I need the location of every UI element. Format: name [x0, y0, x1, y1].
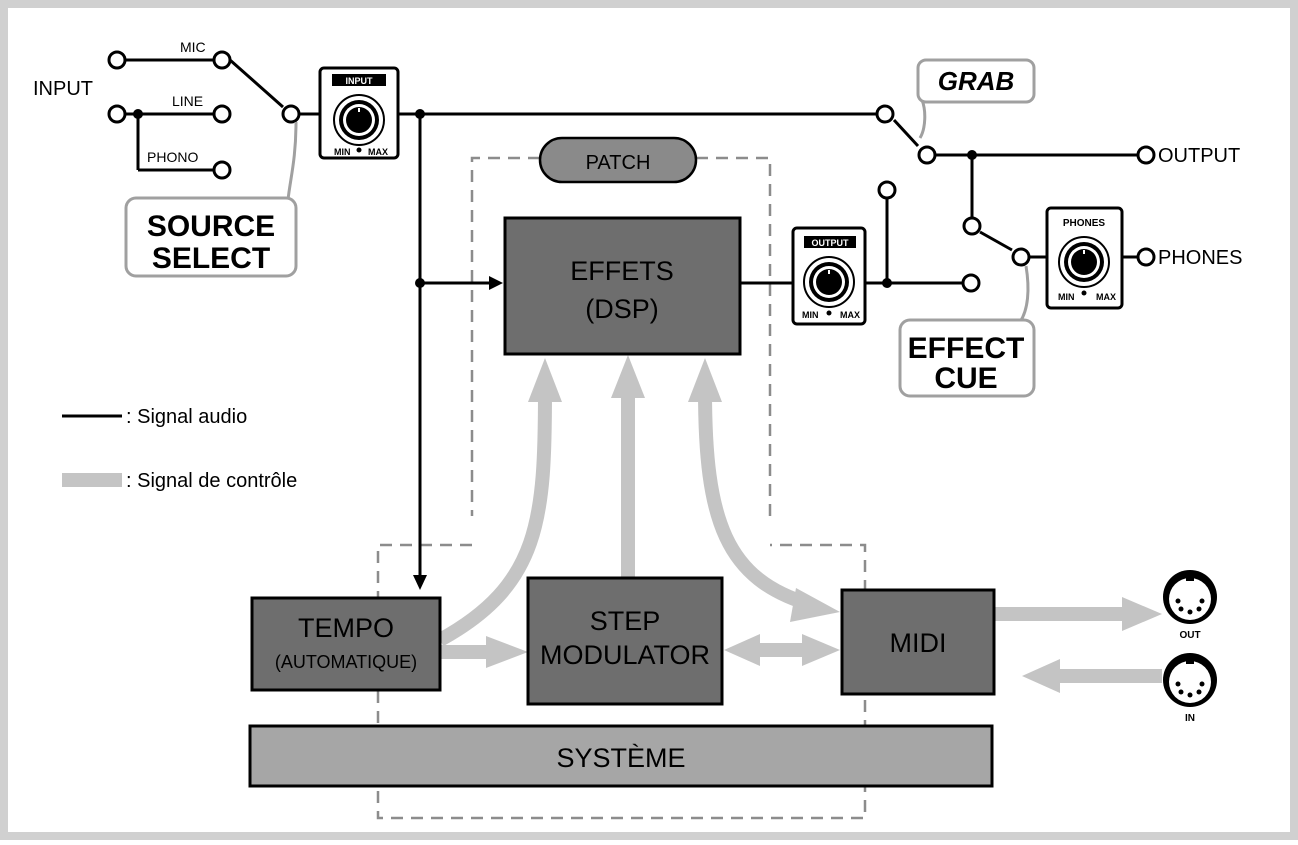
grab-callout [916, 58, 1036, 104]
tempo-line2: (AUTOMATIQUE) [275, 652, 417, 672]
grab-label: GRAB [938, 66, 1015, 96]
audio-signal-paths [62, 58, 1138, 582]
effect-cue-leader [1018, 265, 1030, 323]
legend-control-label: : Signal de contrôle [126, 470, 297, 492]
switch-terminals [107, 50, 1156, 293]
patch-label: PATCH [586, 152, 651, 174]
input-knob-title: INPUT [346, 76, 374, 86]
tempo-block: TEMPO (AUTOMATIQUE) [250, 596, 442, 692]
ctrl-effets-midi [698, 389, 814, 612]
effets-block: EFFETS (DSP) [503, 216, 742, 356]
phones-knob-min: MIN [1058, 292, 1075, 302]
mic-label: MIC [180, 39, 206, 55]
systeme-label: SYSTÈME [556, 743, 685, 773]
phones-label: PHONES [1158, 247, 1242, 269]
effect-cue-line1: EFFECT [908, 332, 1025, 365]
phono-label: PHONO [147, 149, 198, 165]
effect-cue-callout [898, 318, 1036, 398]
control-arrowheads [486, 355, 1162, 693]
input-knob-min: MIN [334, 147, 351, 157]
legend-control-swatch [62, 473, 122, 487]
patch-region [470, 156, 772, 516]
input-label: INPUT [33, 78, 93, 100]
control-signal-paths [436, 380, 1162, 683]
effect-cue-line2: CUE [934, 362, 997, 395]
step-line1: STEP [590, 606, 661, 636]
effets-line2: (DSP) [585, 294, 659, 324]
effets-line1: EFFETS [570, 256, 674, 286]
output-knob-title: OUTPUT [812, 238, 850, 248]
source-select-callout [124, 196, 298, 278]
grab-leader [918, 99, 927, 139]
source-select-leader [286, 121, 298, 201]
audio-arrowheads [413, 276, 503, 590]
input-knob: INPUT MIN MAX [318, 66, 400, 160]
input-knob-max: MAX [368, 147, 388, 157]
tempo-line1: TEMPO [298, 613, 394, 643]
midi-in-port: IN [1163, 653, 1217, 724]
phones-knob: PHONES MIN MAX [1045, 206, 1124, 310]
ctrl-tempo-to-effets [436, 389, 552, 647]
midi-block: MIDI [840, 588, 996, 696]
step-line2: MODULATOR [540, 640, 710, 670]
phones-knob-max: MAX [1096, 292, 1116, 302]
systeme-block: SYSTÈME [248, 724, 994, 788]
midi-in-label: IN [1185, 713, 1195, 724]
step-modulator-block: STEP MODULATOR [526, 576, 724, 706]
midi-out-port: OUT [1163, 570, 1217, 641]
junction-dots [133, 109, 977, 288]
output-knob-min: MIN [802, 310, 819, 320]
legend-audio-label: : Signal audio [126, 406, 247, 428]
output-label: OUTPUT [1158, 145, 1240, 167]
system-region [376, 543, 867, 820]
output-knob: OUTPUT MIN MAX [791, 226, 867, 326]
line-label: LINE [172, 93, 203, 109]
midi-out-label: OUT [1179, 630, 1200, 641]
patch-pill [538, 136, 698, 184]
source-select-line1: SOURCE [147, 210, 275, 243]
phones-knob-title: PHONES [1063, 218, 1106, 229]
midi-label: MIDI [890, 628, 947, 658]
output-knob-max: MAX [840, 310, 860, 320]
source-select-line2: SELECT [152, 242, 270, 275]
